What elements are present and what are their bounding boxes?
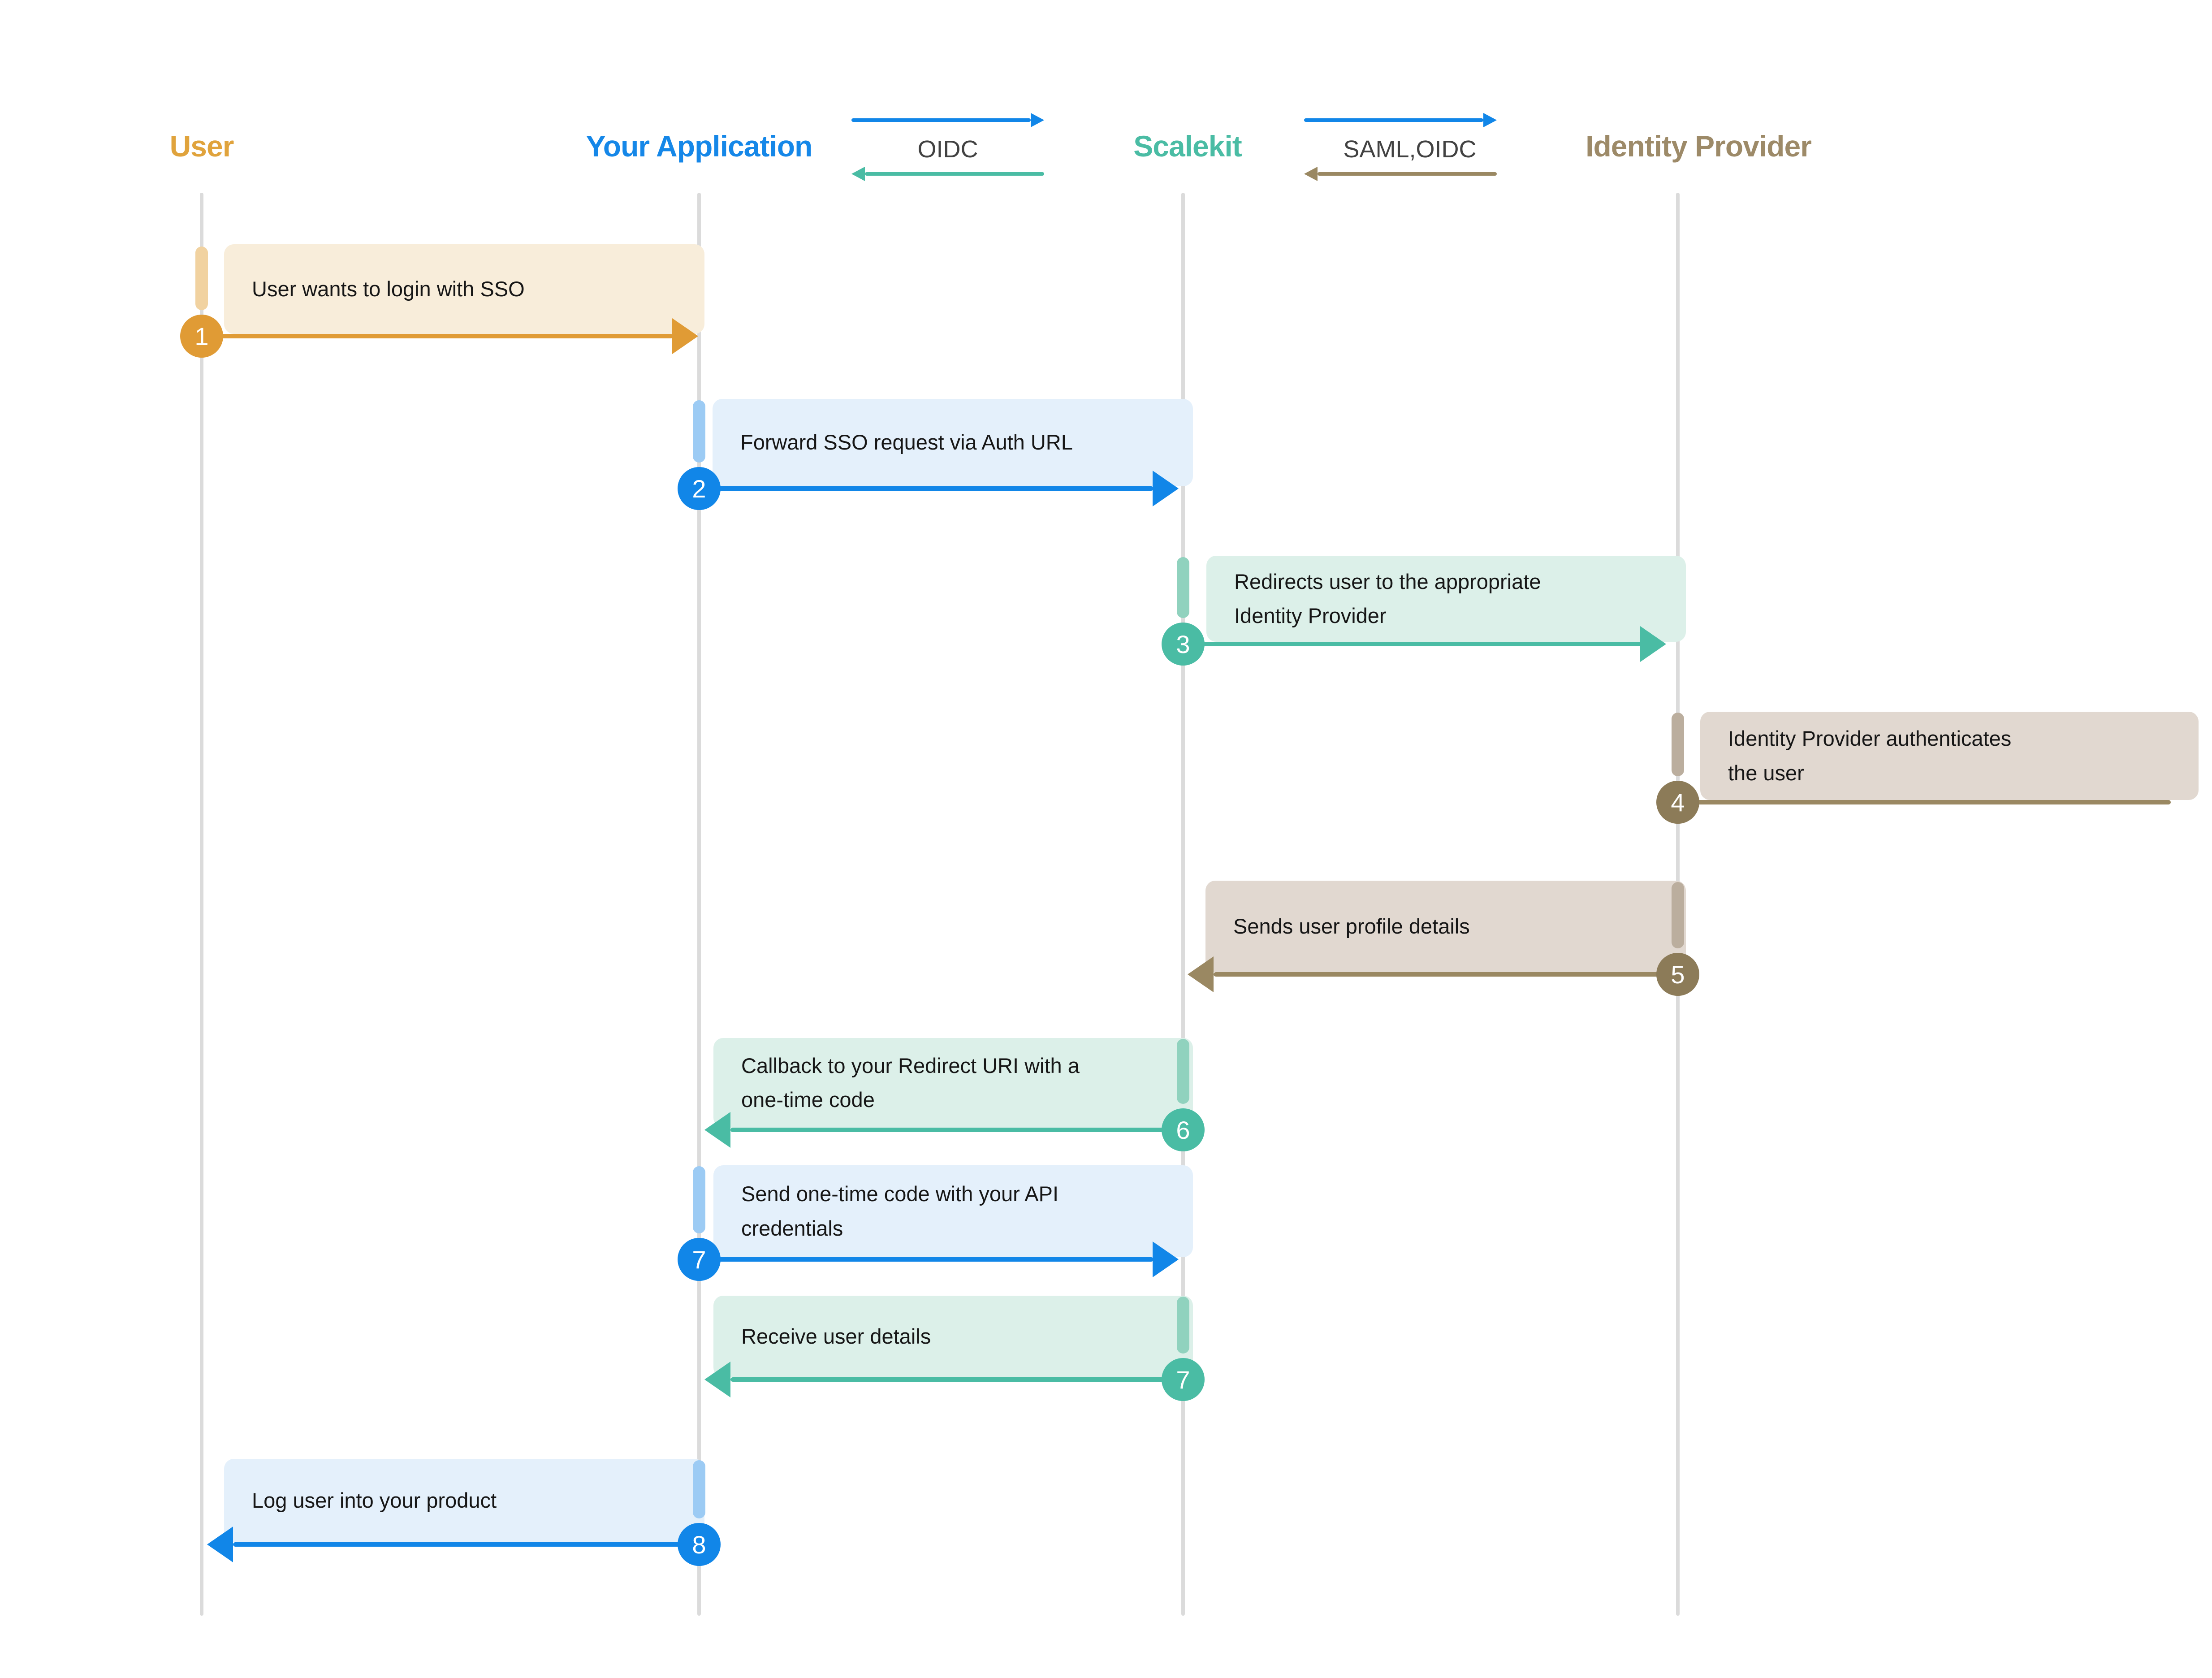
step-6-number-badge: 6 <box>1162 1108 1205 1151</box>
arrowhead-right-icon <box>1153 1241 1179 1277</box>
step-1-message-box: User wants to login with SSO <box>224 244 704 334</box>
step-4-message-box: Identity Provider authenticates the user <box>1700 712 2199 800</box>
arrowhead-right-icon <box>1640 626 1666 662</box>
arrowhead-right-icon <box>1153 471 1179 506</box>
actor-label-identity-provider: Identity Provider <box>1586 130 1812 163</box>
lifeline-user <box>200 193 203 1616</box>
step-6-label-line2: one-time code <box>741 1088 875 1111</box>
step-2-number-badge: 2 <box>678 467 721 510</box>
actor-label-scalekit: Scalekit <box>1133 130 1242 163</box>
step-7-activation-bar <box>693 1166 705 1233</box>
step-6-label-line1: Callback to your Redirect URI with a <box>741 1053 1080 1077</box>
arrowhead-left-icon <box>704 1112 730 1148</box>
step-3-activation-bar <box>1177 557 1189 618</box>
arrowhead-left-icon <box>704 1362 730 1397</box>
step-8-label: Log user into your product <box>252 1488 497 1512</box>
step-2-activation-bar <box>693 400 705 463</box>
step-8-activation-bar <box>693 1460 705 1518</box>
step-4-activation-bar <box>1672 713 1684 776</box>
step-4-label-line1: Identity Provider authenticates <box>1728 727 2012 751</box>
arrowhead-right-icon <box>672 318 698 354</box>
arrowhead-left-icon <box>1304 167 1318 181</box>
step-4-number-badge: 4 <box>1656 781 1699 824</box>
step-4-underline <box>1678 800 2171 804</box>
step-7b-activation-bar <box>1177 1297 1189 1354</box>
step-7b-label: Receive user details <box>741 1324 931 1348</box>
step-7-number-badge: 7 <box>678 1238 721 1281</box>
step-7-label-line2: credentials <box>741 1216 843 1240</box>
protocol-saml-back-arrow <box>1318 172 1497 176</box>
protocol-label-oidc: OIDC <box>917 136 978 163</box>
protocol-oidc-forward-arrow <box>851 118 1031 122</box>
step-1-number-badge: 1 <box>180 315 223 358</box>
step-2-message-box: Forward SSO request via Auth URL <box>713 399 1193 486</box>
step-7b-message-box: Receive user details <box>713 1296 1193 1377</box>
actor-label-your-application: Your Application <box>586 130 813 163</box>
arrowhead-left-icon <box>1188 956 1214 992</box>
step-3-number-badge: 3 <box>1162 623 1205 666</box>
step-8-message-box: Log user into your product <box>224 1459 704 1542</box>
step-6-arrow <box>730 1128 1183 1132</box>
arrowhead-right-icon <box>1483 113 1497 127</box>
step-6-activation-bar <box>1177 1039 1189 1104</box>
step-7b-arrow <box>730 1377 1183 1382</box>
protocol-label-saml-oidc: SAML,OIDC <box>1343 136 1477 163</box>
step-6-message-box: Callback to your Redirect URI with a one… <box>713 1038 1193 1128</box>
step-2-label: Forward SSO request via Auth URL <box>740 430 1073 454</box>
step-8-arrow <box>233 1542 699 1547</box>
lifeline-scalekit <box>1181 193 1185 1616</box>
protocol-oidc-back-arrow <box>865 172 1044 176</box>
step-1-label: User wants to login with SSO <box>252 277 525 301</box>
step-5-activation-bar <box>1672 882 1684 948</box>
arrowhead-left-icon <box>207 1527 233 1562</box>
step-7b-number-badge: 7 <box>1162 1358 1205 1401</box>
arrowhead-right-icon <box>1031 113 1044 127</box>
step-7-arrow <box>699 1257 1154 1262</box>
step-8-number-badge: 8 <box>678 1523 721 1566</box>
protocol-saml-forward-arrow <box>1304 118 1483 122</box>
step-3-arrow <box>1183 642 1641 646</box>
step-5-number-badge: 5 <box>1656 953 1699 996</box>
step-5-arrow <box>1214 972 1678 977</box>
step-5-message-box: Sends user profile details <box>1205 881 1686 972</box>
lifeline-your-application <box>697 193 701 1616</box>
step-3-label-line1: Redirects user to the appropriate <box>1234 569 1541 593</box>
step-3-message-box: Redirects user to the appropriate Identi… <box>1206 556 1686 642</box>
step-7-message-box: Send one-time code with your API credent… <box>713 1165 1193 1257</box>
arrowhead-left-icon <box>851 167 865 181</box>
step-2-arrow <box>699 486 1154 491</box>
actor-label-user: User <box>169 130 234 163</box>
step-1-activation-bar <box>195 247 208 310</box>
step-7-label-line1: Send one-time code with your API <box>741 1182 1059 1206</box>
step-3-label-line2: Identity Provider <box>1234 604 1387 627</box>
step-1-arrow <box>202 334 673 338</box>
step-5-label: Sends user profile details <box>1233 914 1470 938</box>
step-4-label-line2: the user <box>1728 761 1804 785</box>
